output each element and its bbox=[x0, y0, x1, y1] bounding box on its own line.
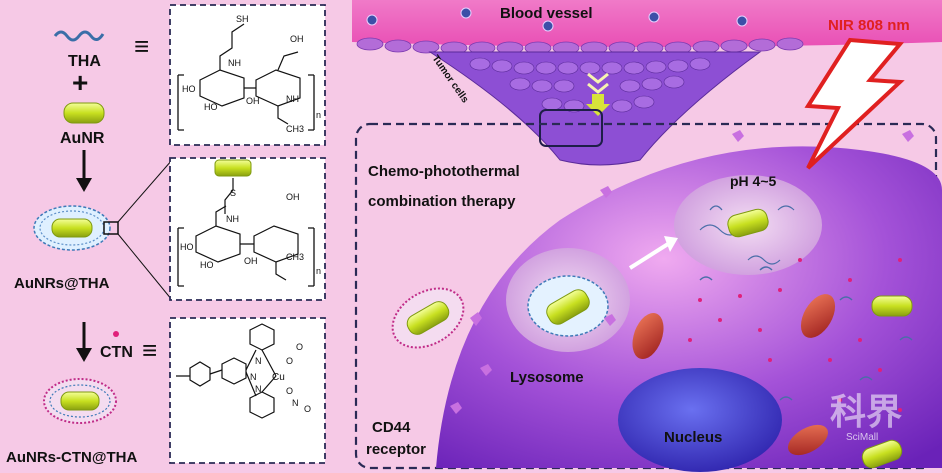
nucleus-label: Nucleus bbox=[664, 429, 722, 446]
tumor-cell-grid bbox=[469, 57, 711, 113]
tha-fragments bbox=[699, 266, 913, 401]
nir-label: NIR 808 nm bbox=[828, 17, 910, 34]
endothelial-cells bbox=[356, 37, 804, 55]
therapy-label-line2: combination therapy bbox=[368, 193, 516, 210]
ch3-label: CH3 bbox=[286, 124, 304, 134]
nh-label: NH bbox=[286, 94, 299, 104]
ctn-structure-box: N N N Cu O O O O N bbox=[169, 317, 326, 464]
ctn-label: CTN bbox=[100, 344, 133, 361]
ho-label: HO bbox=[204, 102, 218, 112]
watermark-cn: 科界 bbox=[830, 392, 902, 433]
ch3-label: CH3 bbox=[286, 252, 304, 262]
oh-label: OH bbox=[246, 96, 260, 106]
cd44-label-line1: CD44 bbox=[372, 419, 411, 436]
nucleus bbox=[618, 368, 782, 472]
no2-n-label: N bbox=[292, 398, 299, 408]
aunr-rod-icon bbox=[63, 102, 105, 124]
ho-label: HO bbox=[200, 260, 214, 270]
plus-sign: + bbox=[72, 67, 88, 98]
released-rod bbox=[861, 439, 903, 469]
equiv-sign-2: ≡ bbox=[142, 335, 157, 365]
sh-label: SH bbox=[236, 14, 249, 24]
hoo-label: HO bbox=[180, 242, 194, 252]
therapy-label-line1: Chemo-photothermal bbox=[368, 163, 520, 180]
n-atom-label: N bbox=[255, 356, 262, 366]
o-atom-label: O bbox=[296, 342, 303, 352]
aunrs-ctn-tha-label: AuNRs-CTN@THA bbox=[6, 449, 137, 466]
left-panel: THA + AuNR ≡ AuNRs@THA CTN ≡ bbox=[6, 4, 326, 466]
incoming-nanoparticle bbox=[391, 287, 465, 349]
o-atom-label: O bbox=[286, 386, 293, 396]
oh-label: OH bbox=[286, 192, 300, 202]
released-rod bbox=[871, 295, 913, 317]
nh-label: NH bbox=[226, 214, 239, 224]
blood-vessel bbox=[352, 0, 942, 47]
ctn-dot-icon bbox=[113, 331, 119, 337]
n-atom-label: N bbox=[250, 372, 257, 382]
right-panel: Blood vessel bbox=[352, 0, 942, 472]
o-atom-label: O bbox=[304, 404, 311, 414]
watermark-en: SciMall bbox=[846, 432, 878, 443]
aunr-label: AuNR bbox=[60, 130, 105, 147]
tha-structure-box: SH NH OH HO HO OH NH CH3 n bbox=[169, 4, 326, 146]
tha-label: THA bbox=[68, 53, 101, 70]
ph-label: pH 4~5 bbox=[730, 173, 777, 189]
cd44-label-line2: receptor bbox=[366, 441, 426, 458]
oh-label: OH bbox=[290, 34, 304, 44]
n-label: n bbox=[316, 110, 321, 120]
equiv-sign-1: ≡ bbox=[134, 31, 149, 61]
arrow-icon bbox=[628, 236, 678, 270]
o-atom-label: O bbox=[286, 356, 293, 366]
mitochondrion bbox=[800, 294, 836, 338]
aunrs-tha-label: AuNRs@THA bbox=[14, 275, 110, 292]
cu-label: Cu bbox=[272, 372, 285, 383]
acidic-lysosome bbox=[674, 175, 822, 275]
penetration-arrow-icon bbox=[586, 72, 610, 116]
down-arrow-icon bbox=[76, 150, 92, 192]
blood-vessel-label: Blood vessel bbox=[500, 5, 593, 22]
aunrs-ctn-tha-particle bbox=[43, 378, 117, 424]
mitochondrion bbox=[788, 424, 828, 456]
zoom-box bbox=[539, 109, 603, 147]
s-label: S bbox=[230, 188, 236, 198]
drug-dots bbox=[688, 258, 902, 412]
aunrs-tha-particle bbox=[33, 205, 119, 251]
oh-label: OH bbox=[244, 256, 258, 266]
hoo-label: HO bbox=[182, 84, 196, 94]
aunr-tha-structure-box: S NH OH HO HO OH CH3 n bbox=[169, 157, 326, 301]
cd44-receptor-icon bbox=[450, 130, 914, 414]
tha-squiggle-icon bbox=[53, 30, 105, 42]
circulating-particles bbox=[366, 7, 748, 32]
lysosome-vesicle bbox=[506, 248, 630, 352]
lysosome-label: Lysosome bbox=[510, 369, 584, 386]
mitochondrion bbox=[632, 312, 664, 360]
n-atom-label: N bbox=[255, 384, 262, 394]
n-label: n bbox=[316, 266, 321, 276]
nh-label: NH bbox=[228, 58, 241, 68]
nir-lightning-icon bbox=[804, 37, 905, 170]
down-arrow-icon bbox=[76, 322, 92, 362]
